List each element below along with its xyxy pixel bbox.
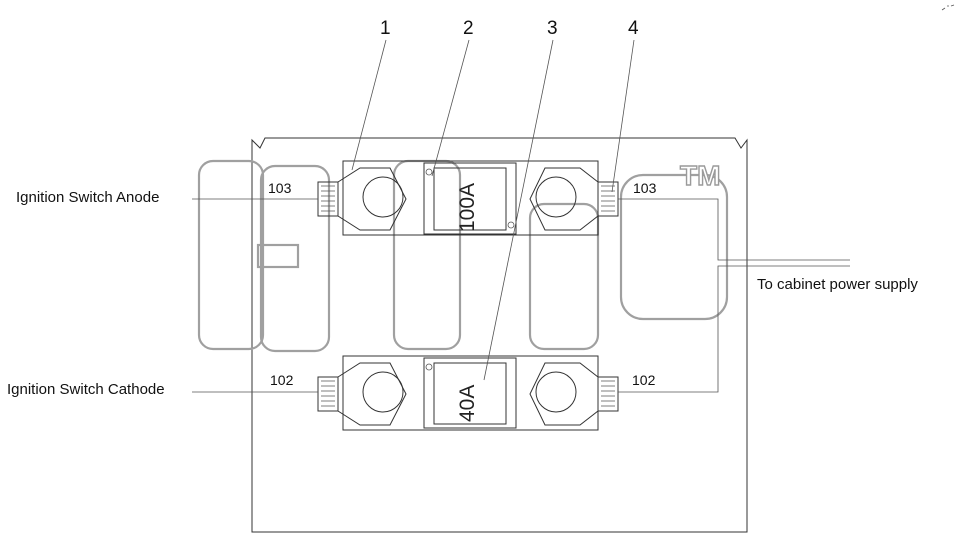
callout-4: 4	[628, 18, 639, 39]
trademark-mark: TM	[680, 160, 720, 191]
enclosure-plate	[251, 137, 748, 533]
terminal-right-bottom	[529, 362, 619, 426]
corner-marks	[941, 4, 955, 11]
terminal-left-top	[317, 167, 407, 231]
terminal-left-bottom	[317, 362, 407, 426]
fuse-bottom-rating: 40A	[456, 385, 479, 422]
wiring	[192, 198, 850, 393]
leader-2	[431, 39, 470, 177]
wire-label-bottom-right: 102	[632, 372, 656, 388]
fuse-block-bottom: 40A	[317, 355, 619, 431]
leader-1	[351, 39, 387, 171]
wire-label-top-left: 103	[268, 180, 292, 196]
callout-3: 3	[547, 18, 558, 39]
wire-label-bottom-left: 102	[270, 372, 294, 388]
leader-3	[483, 39, 554, 381]
wire-103-to-cabinet	[618, 198, 850, 261]
wire-102-to-cabinet	[618, 265, 850, 393]
fuse-top: 100A	[423, 162, 517, 235]
label-ignition-cathode: Ignition Switch Cathode	[7, 381, 165, 398]
callout-1: 1	[380, 18, 391, 39]
terminal-right-top	[529, 167, 619, 231]
wire-label-top-right: 103	[633, 180, 657, 196]
callout-2: 2	[463, 18, 474, 39]
label-ignition-anode: Ignition Switch Anode	[16, 189, 159, 206]
fuse-bottom: 40A	[423, 357, 517, 429]
fuse-block-top: 100A	[317, 160, 619, 236]
watermark-logo: TM	[197, 159, 729, 353]
callout-leaders	[351, 39, 635, 381]
fuse-top-rating: 100A	[456, 183, 479, 232]
leader-4	[611, 39, 635, 193]
label-cabinet-supply: To cabinet power supply	[757, 276, 918, 293]
